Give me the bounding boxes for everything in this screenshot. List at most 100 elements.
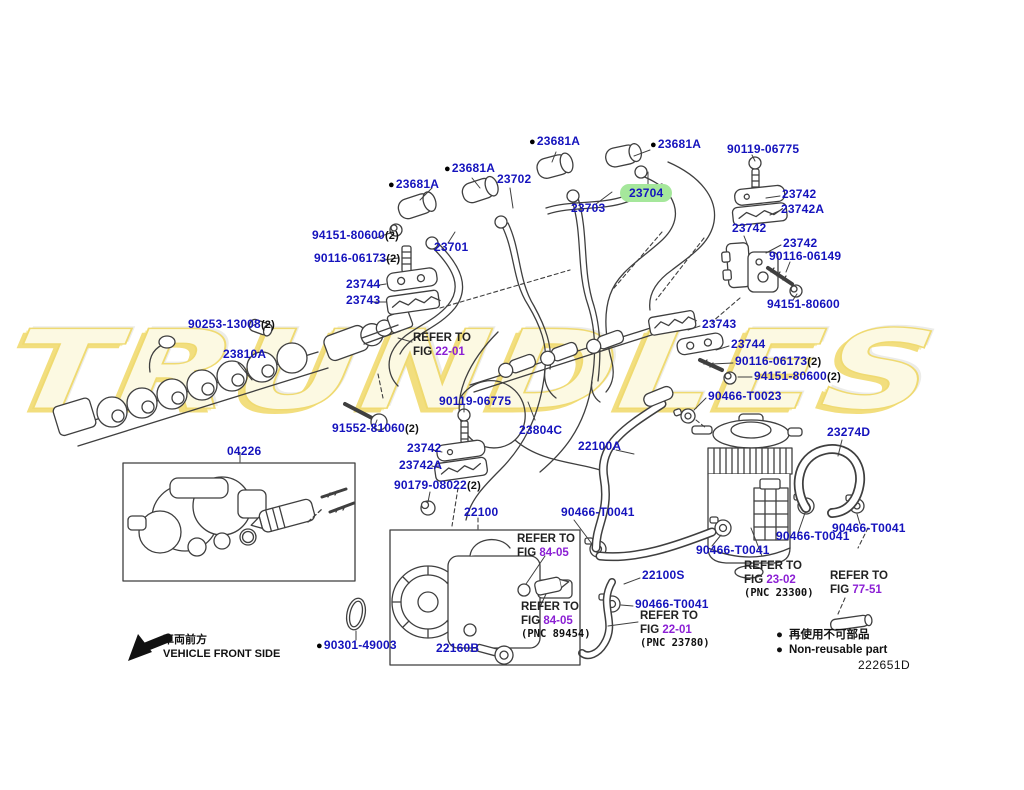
quantity: (2) [384, 230, 399, 242]
part-label-90119-06775-center[interactable]: 90119-06775 [439, 394, 511, 408]
part-number: 90466-T0041 [776, 529, 850, 543]
fig-ref-23-02[interactable]: REFER TO FIG 23-02 (PNC 23300) [744, 560, 814, 600]
left-hardware [248, 223, 441, 431]
non-reusable-dot: ● [444, 163, 451, 175]
part-number: 90301-49003 [323, 638, 397, 652]
part-number: 23274D [827, 425, 871, 439]
part-label-23743-right[interactable]: 23743 [702, 317, 736, 331]
part-label-22100S[interactable]: 22100S [642, 568, 685, 582]
part-label-23274D[interactable]: 23274D [827, 425, 870, 439]
part-label-94151-80600-right[interactable]: 94151-80600(2) [754, 369, 841, 383]
part-label-90119-06775-top[interactable]: 90119-06775 [727, 142, 799, 156]
ref-fig-word: FIG [640, 623, 660, 636]
part-label-22160B[interactable]: 22160B [436, 641, 479, 655]
part-label-23742-center[interactable]: 23742 [407, 441, 441, 455]
part-label-23742-a[interactable]: 23742 [782, 187, 816, 201]
part-label-22100[interactable]: 22100 [464, 505, 498, 519]
part-label-04226[interactable]: 04226 [227, 444, 261, 458]
ref-line: REFER TO [744, 560, 802, 572]
right-hardware [721, 156, 803, 298]
part-label-23743-left[interactable]: 23743 [346, 293, 380, 307]
leader-lines [237, 149, 861, 652]
fig-ref-84-05-b[interactable]: REFER TO FIG 84-05 (PNC 89454) [521, 601, 591, 641]
fuel-hoses [578, 385, 873, 660]
part-label-23681A-1[interactable]: ●23681A [388, 177, 439, 191]
ref-fig-number: 23-02 [766, 573, 796, 586]
ref-fig-number: 22-01 [662, 623, 692, 636]
part-number: 90466-T0041 [696, 543, 770, 557]
ref-fig-number: 84-05 [539, 546, 569, 559]
part-number: 23701 [434, 240, 469, 254]
part-number: 04226 [227, 444, 262, 458]
part-number: 94151-80600 [754, 369, 827, 383]
part-number: 23681A [657, 137, 702, 151]
part-label-23681A-2[interactable]: ●23681A [444, 161, 495, 175]
part-number: 23744 [731, 337, 766, 351]
part-label-23742A-right[interactable]: 23742A [781, 202, 824, 216]
fig-ref-22-01-hose[interactable]: REFER TO FIG 22-01 (PNC 23780) [640, 610, 710, 650]
injector-unions [469, 324, 665, 393]
part-label-90301-49003[interactable]: ●90301-49003 [316, 638, 397, 652]
part-number: 90116-06173 [314, 251, 387, 265]
part-label-90466-T0023[interactable]: 90466-T0023 [708, 389, 782, 403]
legend-line-jp: ●再使用不可部品 [776, 628, 887, 643]
ref-line: REFER TO [413, 332, 471, 344]
part-label-90466-T0041-c[interactable]: 90466-T0041 [776, 529, 850, 543]
pump-22100 [389, 529, 581, 666]
part-number: 90466-T0041 [635, 597, 709, 611]
vehicle-front-en: VEHICLE FRONT SIDE [163, 647, 281, 660]
nozzle-connectors [397, 143, 648, 250]
non-reusable-dot: ● [316, 640, 323, 652]
ref-fig-word: FIG [830, 583, 850, 596]
part-label-91552-81060[interactable]: 91552-81060(2) [332, 421, 419, 435]
part-label-23810A[interactable]: 23810A [223, 347, 266, 361]
part-number: 23742 [732, 221, 767, 235]
fig-ref-77-51[interactable]: REFER TO FIG 77-51 [830, 570, 888, 597]
quantity: (2) [260, 319, 275, 331]
fig-ref-22-01-rail[interactable]: REFER TO FIG 22-01 [413, 332, 471, 359]
part-label-23742-b[interactable]: 23742 [732, 221, 766, 235]
part-label-90116-06173-left[interactable]: 90116-06173(2) [314, 251, 400, 265]
part-label-90179-08022[interactable]: 90179-08022(2) [394, 478, 481, 492]
part-label-90466-T0041-e[interactable]: 90466-T0041 [635, 597, 709, 611]
part-label-23742-c[interactable]: 23742 [783, 236, 817, 250]
non-reusable-dot: ● [388, 179, 395, 191]
part-label-90253-13008[interactable]: 90253-13008(2) [188, 317, 275, 331]
ref-pnc: (PNC 23780) [640, 637, 710, 650]
part-label-23742A-center[interactable]: 23742A [399, 458, 442, 472]
non-reusable-dot: ● [776, 629, 783, 641]
part-number: 90119-06775 [727, 142, 800, 156]
part-label-23704-highlighted[interactable]: 23704 [620, 184, 673, 202]
part-label-23681A-4[interactable]: ●23681A [650, 137, 701, 151]
legend-non-reusable: ●再使用不可部品 ●Non-reusable part [776, 628, 887, 658]
part-label-90466-T0041-d[interactable]: 90466-T0041 [696, 543, 770, 557]
o-ring [345, 597, 367, 631]
vehicle-front-note: 車両前方 VEHICLE FRONT SIDE [163, 634, 280, 662]
part-number: 90466-T0041 [832, 521, 906, 535]
part-label-23703[interactable]: 23703 [571, 201, 605, 215]
part-label-94151-80600-qty[interactable]: 94151-80600(2) [312, 228, 399, 242]
part-label-23804C[interactable]: 23804C [519, 423, 562, 437]
part-number: 94151-80600 [312, 228, 385, 242]
part-label-90466-T0041-b[interactable]: 90466-T0041 [832, 521, 906, 535]
part-label-90116-06149[interactable]: 90116-06149 [769, 249, 841, 263]
part-label-90116-06173-right[interactable]: 90116-06173(2) [735, 354, 821, 368]
part-label-23744-left[interactable]: 23744 [346, 277, 380, 291]
ref-fig-number: 84-05 [543, 614, 573, 627]
part-label-94151-80600[interactable]: 94151-80600 [767, 297, 840, 311]
part-label-90466-T0041-a[interactable]: 90466-T0041 [561, 505, 635, 519]
part-label-23702[interactable]: 23702 [497, 172, 531, 186]
legend-line-en: ●Non-reusable part [776, 643, 887, 658]
ref-fig-word: FIG [744, 573, 764, 586]
fig-ref-84-05-a[interactable]: REFER TO FIG 84-05 [517, 533, 575, 560]
part-label-23744-right[interactable]: 23744 [731, 337, 765, 351]
part-number: 23703 [571, 201, 606, 215]
part-label-23681A-3[interactable]: ●23681A [529, 134, 580, 148]
center-hardware [420, 408, 489, 516]
part-label-22100A[interactable]: 22100A [578, 439, 621, 453]
part-label-23701[interactable]: 23701 [434, 240, 468, 254]
part-number: 23743 [702, 317, 737, 331]
vehicle-front-arrow [128, 633, 173, 661]
ref-pnc: (PNC 23300) [744, 587, 814, 600]
